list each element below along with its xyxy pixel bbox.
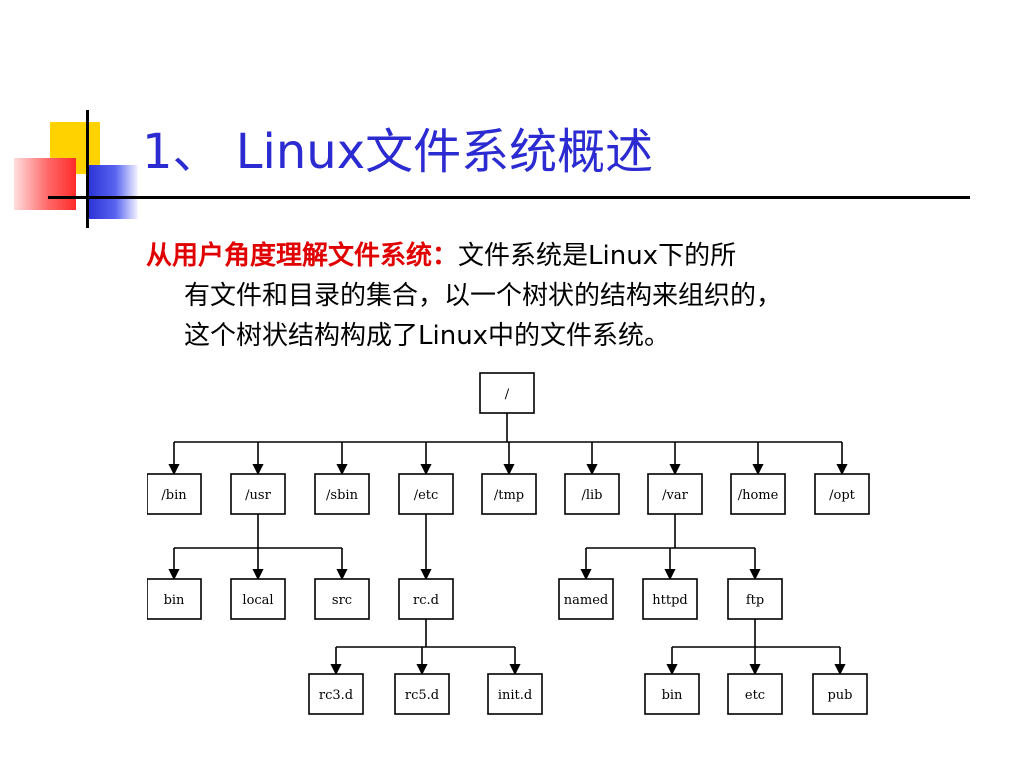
node-l1-0-label: /bin (161, 488, 187, 503)
para-line-3: 这个树状结构构成了Linux中的文件系统。 (184, 321, 671, 351)
var-node-0: named (558, 578, 614, 620)
intro-paragraph: 从用户角度理解文件系统：文件系统是Linux下的所 有文件和目录的集合，以一个树… (146, 236, 976, 356)
node-l1-8-label: /opt (829, 488, 856, 503)
var-node-1-box (642, 578, 698, 620)
decor-blue-square (88, 165, 138, 219)
usr-node-1-label: local (242, 593, 273, 608)
node-l1-3-label: /etc (414, 488, 439, 503)
ftp-node-0-label: bin (662, 688, 683, 703)
node-l1-1-label: /usr (245, 488, 271, 503)
ftp-node-1: etc (727, 673, 783, 715)
node-l1-2-label: /sbin (326, 488, 359, 503)
ftp-node-0: bin (644, 673, 700, 715)
node-l1-5: /lib (564, 473, 620, 515)
node-l1-4-box (481, 473, 537, 515)
filesystem-tree-diagram: / /bin/usr/sbin/etc/tmp/lib/var/home/opt b… (147, 366, 885, 722)
rcd-node-1: rc5.d (394, 673, 450, 715)
decor-vertical-line (86, 110, 89, 228)
rcd-node-2: init.d (487, 673, 543, 715)
node-l1-1-box (230, 473, 286, 515)
var-node-1: httpd (642, 578, 698, 620)
etc-node-0: rc.d (398, 578, 454, 620)
usr-node-1: local (230, 578, 286, 620)
usr-node-2: src (314, 578, 370, 620)
decor-red-square (14, 158, 76, 210)
var-node-2: ftp (727, 578, 783, 620)
node-l1-3: /etc (398, 473, 454, 515)
node-l1-6-label: /var (662, 488, 688, 503)
rcd-node-1-box (394, 673, 450, 715)
var-node-0-box (558, 578, 614, 620)
node-l1-3-box (398, 473, 454, 515)
etc-node-0-box (398, 578, 454, 620)
para-line-1-text: 文件系统是Linux下的所 (458, 241, 737, 271)
ftp-node-2: pub (812, 673, 868, 715)
node-l1-8: /opt (814, 473, 870, 515)
title-underline (48, 196, 970, 199)
node-l1-4: /tmp (481, 473, 537, 515)
node-l1-4-label: /tmp (494, 488, 524, 503)
rcd-node-0-box (308, 673, 364, 715)
usr-node-2-box (314, 578, 370, 620)
var-node-1-label: httpd (652, 593, 687, 608)
node-l1-5-label: /lib (581, 488, 602, 503)
usr-node-1-box (230, 578, 286, 620)
rcd-node-0-label: rc3.d (319, 688, 353, 703)
ftp-node-2-label: pub (827, 688, 852, 703)
node-root-label: / (505, 387, 510, 402)
node-l1-0: /bin (147, 473, 202, 515)
usr-node-0-label: bin (164, 593, 185, 608)
usr-node-0: bin (147, 578, 202, 620)
var-node-2-label: ftp (746, 593, 764, 608)
node-l1-6: /var (647, 473, 703, 515)
node-l1-6-box (647, 473, 703, 515)
rcd-node-1-label: rc5.d (405, 688, 439, 703)
rcd-node-0: rc3.d (308, 673, 364, 715)
rcd-node-2-label: init.d (498, 688, 532, 703)
ftp-node-2-box (812, 673, 868, 715)
para-line-1: 从用户角度理解文件系统：文件系统是Linux下的所 (146, 236, 976, 276)
var-node-2-box (727, 578, 783, 620)
ftp-node-1-box (727, 673, 783, 715)
node-l1-7-label: /home (738, 488, 779, 503)
slide-title: 1、 Linux文件系统概述 (142, 124, 654, 180)
node-l1-0-box (147, 473, 202, 515)
para-heading: 从用户角度理解文件系统： (146, 241, 459, 271)
node-root: / (479, 372, 535, 414)
node-l1-5-box (564, 473, 620, 515)
node-l1-7: /home (730, 473, 786, 515)
para-line-2: 有文件和目录的集合，以一个树状的结构来组织的， (184, 281, 783, 311)
ftp-node-0-box (644, 673, 700, 715)
node-l1-7-box (730, 473, 786, 515)
usr-node-0-box (147, 578, 202, 620)
usr-node-2-label: src (332, 593, 352, 608)
etc-node-0-label: rc.d (413, 593, 439, 608)
ftp-node-1-label: etc (745, 688, 765, 703)
node-l1-2-box (314, 473, 370, 515)
node-root-box (479, 372, 535, 414)
rcd-node-2-box (487, 673, 543, 715)
node-l1-2: /sbin (314, 473, 370, 515)
node-l1-1: /usr (230, 473, 286, 515)
var-node-0-label: named (564, 593, 608, 608)
node-l1-8-box (814, 473, 870, 515)
